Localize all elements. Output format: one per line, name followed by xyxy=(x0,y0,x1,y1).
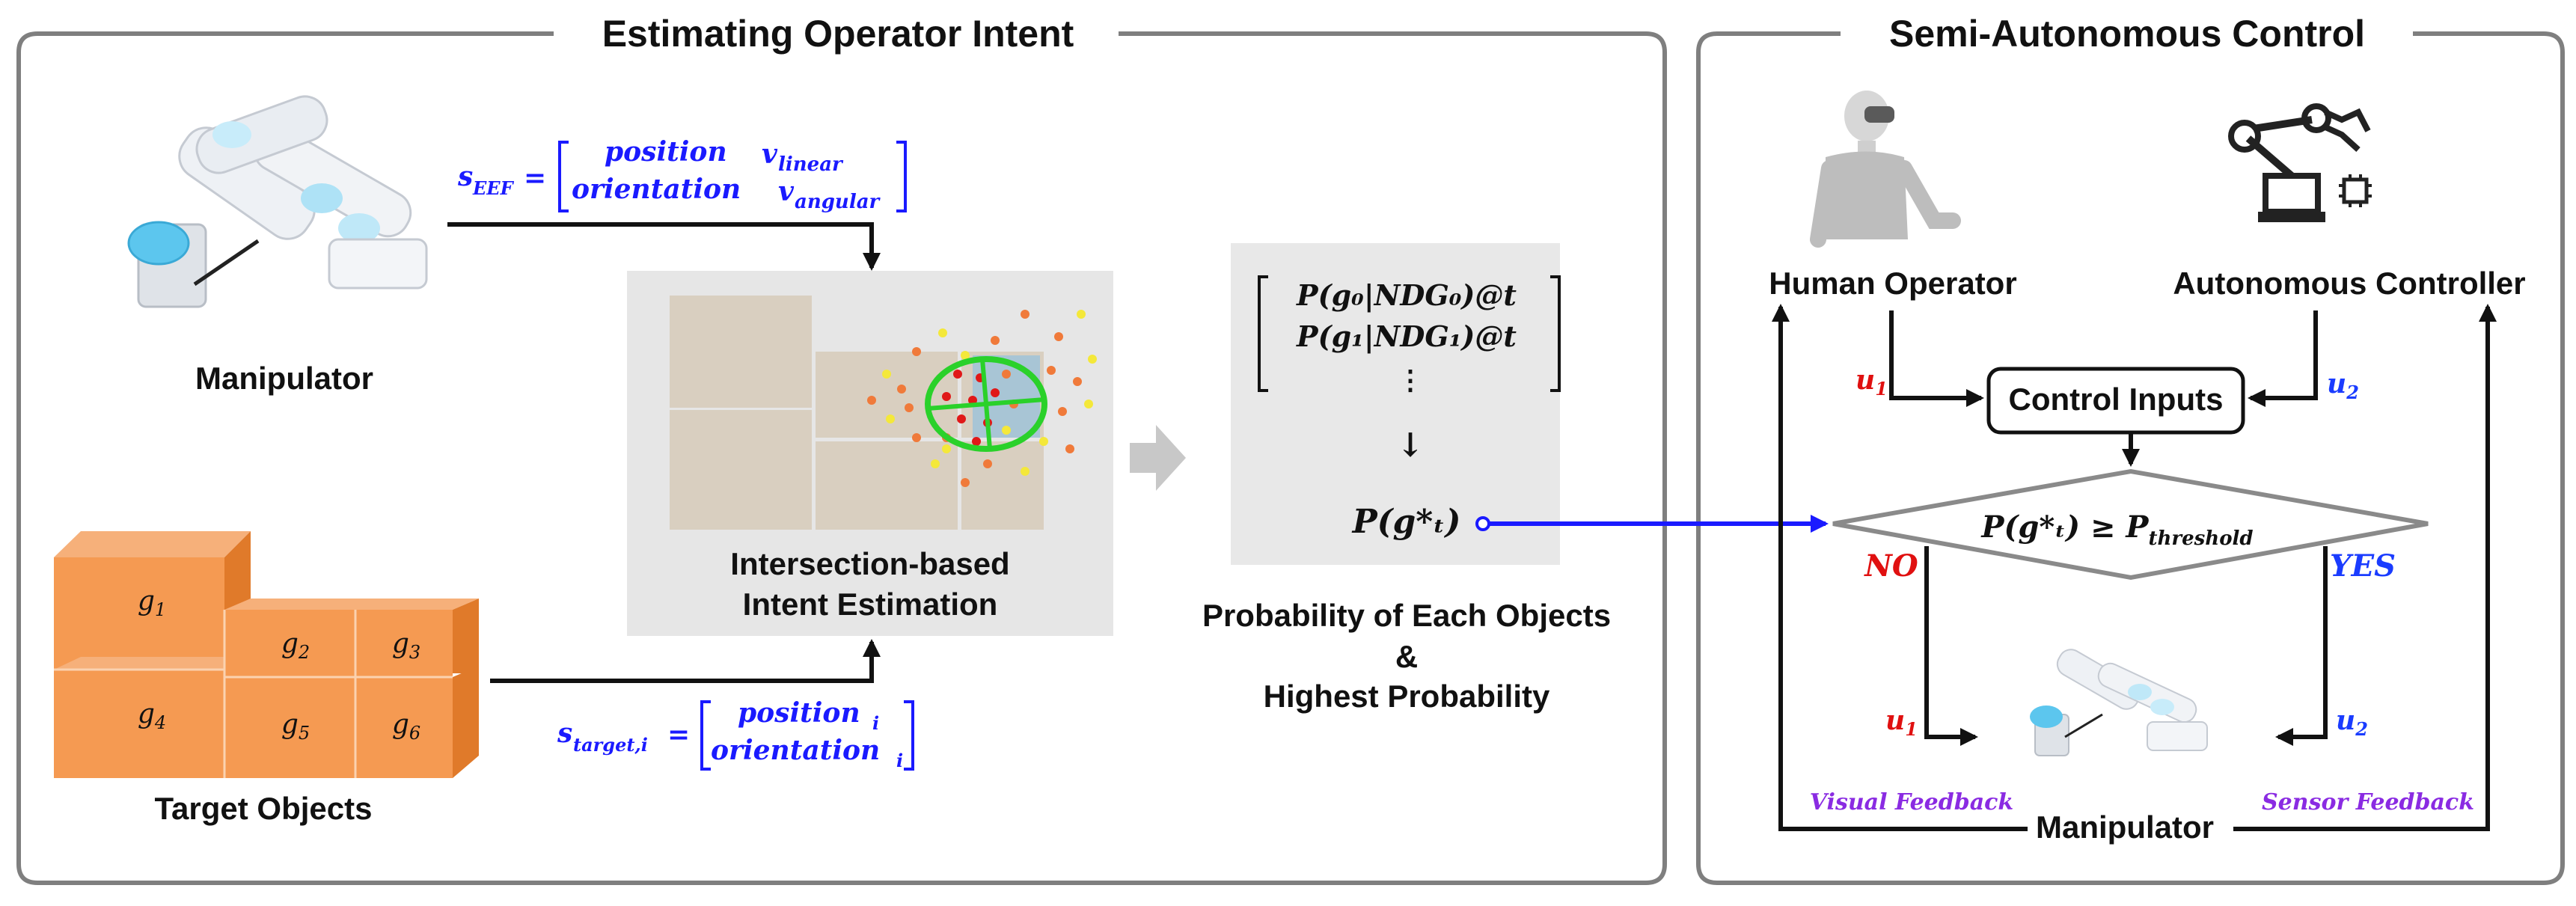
probability-box: P(g₀|NDG₀)@t P(g₁|NDG₁)@t ⋮ ↓ P(g*ₜ) xyxy=(1231,243,1561,565)
autonomous-controller-label: Autonomous Controller xyxy=(2173,266,2525,301)
svg-text:position: position xyxy=(605,136,727,168)
manipulator-robot-icon xyxy=(127,95,428,308)
prob-row-0: P(g₀|NDG₀)@t xyxy=(1296,278,1517,312)
right-panel: Semi-Autonomous Control xyxy=(1696,13,2565,885)
manipulator-label: Manipulator xyxy=(195,361,373,396)
prob-dots: ⋮ xyxy=(1397,364,1424,396)
intent-scatter-points xyxy=(867,310,1097,487)
control-inputs-box: Control Inputs xyxy=(1986,367,2245,435)
manipulator-right-label: Manipulator xyxy=(2036,809,2214,845)
u1-label-bottom: u1 xyxy=(1885,705,1918,740)
intent-label-line2: Intent Estimation xyxy=(743,587,998,622)
manipulator-small-robot-icon xyxy=(2030,649,2208,756)
svg-text:v: v xyxy=(762,138,778,170)
autonomous-controller-icon xyxy=(2228,103,2372,222)
svg-text:v: v xyxy=(778,176,795,207)
svg-text:orientation: orientation xyxy=(572,174,741,205)
arrow-human-to-inputs xyxy=(1889,310,1984,407)
svg-text:=: = xyxy=(524,162,546,194)
left-panel-title: Estimating Operator Intent xyxy=(602,13,1074,55)
svg-text:s: s xyxy=(457,161,473,192)
right-panel-title: Semi-Autonomous Control xyxy=(1889,13,2365,55)
prob-label-line1: Probability of Each Objects xyxy=(1202,598,1611,633)
svg-text:EEF: EEF xyxy=(472,177,515,199)
prob-row-1: P(g₁|NDG₁)@t xyxy=(1296,319,1517,353)
svg-text:s: s xyxy=(557,717,572,749)
s-target-equation: s target,i = position i orientation i xyxy=(557,697,914,771)
svg-text:position: position xyxy=(738,697,860,729)
svg-text:i: i xyxy=(896,750,903,771)
arrow-no-branch xyxy=(1924,546,1978,746)
arrow-manipulator-to-intent xyxy=(447,222,881,271)
prob-label-line3: Highest Probability xyxy=(1264,679,1550,714)
svg-text:orientation: orientation xyxy=(711,735,880,766)
visual-feedback-label: Visual Feedback xyxy=(1810,789,2013,815)
s-eef-equation: s EEF = position v linear orientation v … xyxy=(457,136,907,213)
decision-diamond: P(g*ₜ) ≥ Pthreshold xyxy=(1832,468,2429,581)
control-inputs-label: Control Inputs xyxy=(2009,382,2224,417)
yes-label: YES xyxy=(2330,548,2396,584)
left-panel: Estimating Operator Intent xyxy=(16,13,1667,885)
svg-text:linear: linear xyxy=(778,153,844,176)
svg-text:angular: angular xyxy=(795,191,881,213)
human-operator-icon xyxy=(1810,91,1961,248)
intent-label-line1: Intersection-based xyxy=(730,546,1009,581)
sensor-feedback-label: Sensor Feedback xyxy=(2262,789,2474,815)
arrow-auto-to-inputs xyxy=(2248,310,2318,407)
svg-text:i: i xyxy=(872,712,879,734)
gray-flow-arrow xyxy=(1130,425,1186,491)
intent-estimation-box: Intersection-based Intent Estimation xyxy=(627,271,1113,636)
human-operator-label: Human Operator xyxy=(1769,266,2016,301)
no-label: NO xyxy=(1863,548,1918,584)
u2-label-bottom: u2 xyxy=(2336,705,2368,740)
sensor-feedback-line xyxy=(2233,304,2497,831)
u1-label-top: u1 xyxy=(1855,364,1888,400)
decision-condition: P(g*ₜ) ≥ Pthreshold xyxy=(1980,509,2253,550)
prob-label-line2: & xyxy=(1395,639,1418,674)
arrow-yes-branch xyxy=(2275,546,2328,746)
prob-down-arrow: ↓ xyxy=(1397,426,1425,465)
u2-label-top: u2 xyxy=(2327,368,2359,403)
arrow-targets-to-intent xyxy=(490,639,881,683)
arrow-prob-to-decision xyxy=(1475,515,1829,533)
visual-feedback-line xyxy=(1772,304,2028,831)
target-objects-label: Target Objects xyxy=(155,791,373,826)
target-objects-cubes xyxy=(54,531,479,778)
svg-text:=: = xyxy=(667,719,690,750)
svg-text:target,i: target,i xyxy=(573,734,648,756)
prob-best: P(g*ₜ) xyxy=(1351,503,1461,541)
